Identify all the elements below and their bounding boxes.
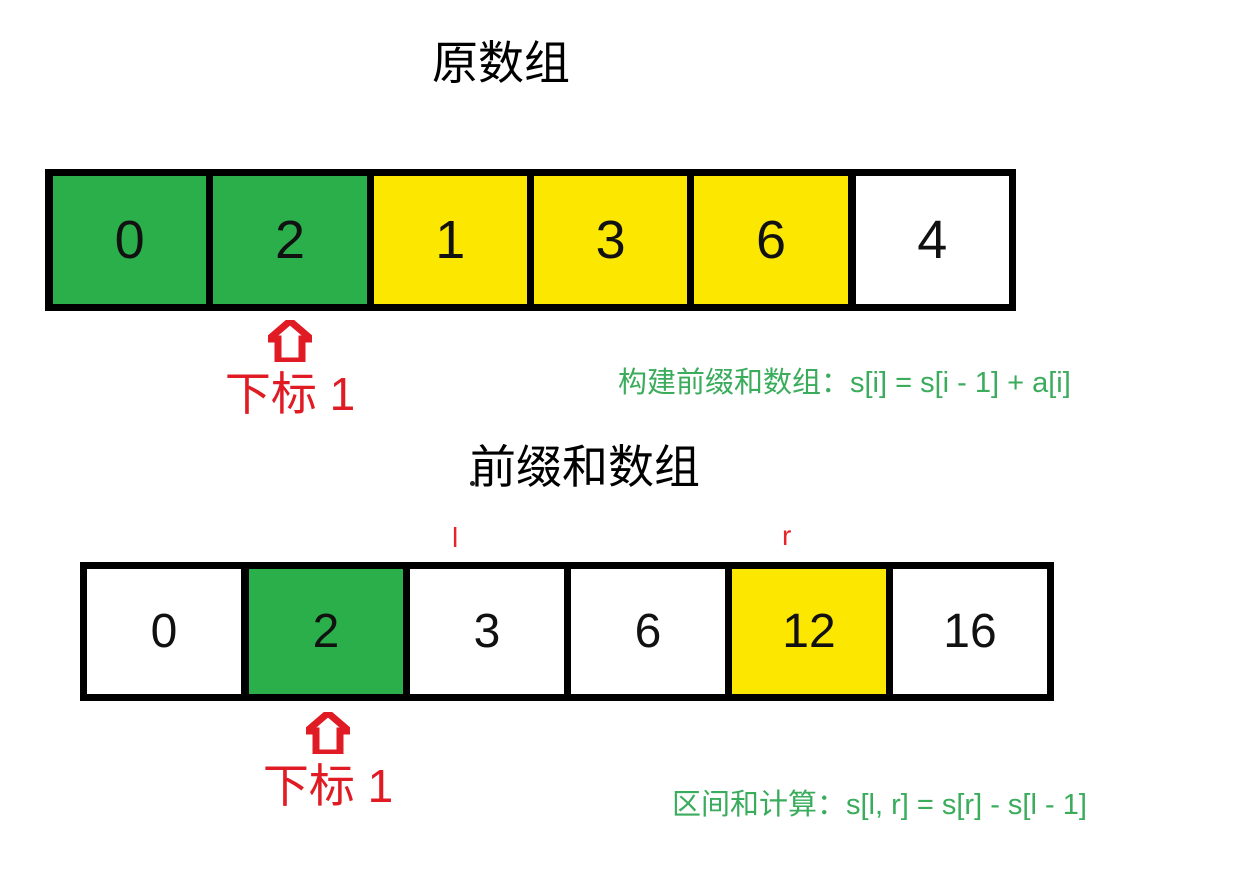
array-cell-value: 0 — [114, 210, 145, 270]
prefix-index-pointer: 下标 1 — [238, 712, 418, 810]
range-right-marker: r — [782, 520, 792, 551]
range-left-marker: l — [452, 522, 459, 553]
build-prefix-formula-note: 构建前缀和数组：s[i] = s[i - 1] + a[i] — [618, 367, 1071, 399]
pointer-label: 下标 1 — [224, 368, 356, 420]
array-cell[interactable]: 3 — [403, 569, 564, 694]
array-cell-value: 6 — [634, 604, 662, 658]
array-cell-value: 3 — [473, 604, 501, 658]
array-cell[interactable]: 2 — [241, 569, 403, 694]
prefix-array-row: 0 2 3 6 12 16 — [80, 562, 1054, 701]
array-cell[interactable]: 1 — [366, 176, 527, 304]
array-cell[interactable]: 4 — [847, 176, 1016, 304]
arrow-up-icon — [306, 712, 350, 754]
title-leading-dot — [470, 481, 475, 486]
original-array-title: 原数组 — [432, 37, 570, 89]
array-cell[interactable]: 16 — [886, 569, 1054, 694]
original-index-pointer: 下标 1 — [200, 320, 380, 418]
array-cell[interactable]: 6 — [687, 176, 848, 304]
array-cell-value: 12 — [782, 604, 836, 658]
array-cell[interactable]: 6 — [564, 569, 725, 694]
array-cell[interactable]: 3 — [526, 176, 688, 304]
array-cell[interactable]: 0 — [45, 176, 207, 304]
prefix-array-title: 前缀和数组 — [470, 441, 700, 493]
original-array-row: 0 2 1 3 6 4 — [45, 169, 1016, 311]
range-sum-formula-note: 区间和计算：s[l, r] = s[r] - s[l - 1] — [672, 789, 1087, 821]
array-cell-value: 16 — [943, 604, 997, 658]
pointer-label: 下标 1 — [262, 760, 394, 812]
array-cell[interactable]: 12 — [725, 569, 886, 694]
array-cell-value: 0 — [150, 604, 178, 658]
arrow-up-icon — [268, 320, 312, 362]
array-cell-value: 1 — [435, 210, 466, 270]
array-cell-value: 3 — [595, 210, 626, 270]
array-cell[interactable]: 0 — [80, 569, 241, 694]
array-cell-value: 6 — [755, 210, 786, 270]
array-cell-value: 4 — [917, 210, 948, 270]
array-cell-value: 2 — [274, 210, 306, 270]
array-cell-value: 2 — [312, 604, 340, 658]
array-cell[interactable]: 2 — [206, 176, 367, 304]
